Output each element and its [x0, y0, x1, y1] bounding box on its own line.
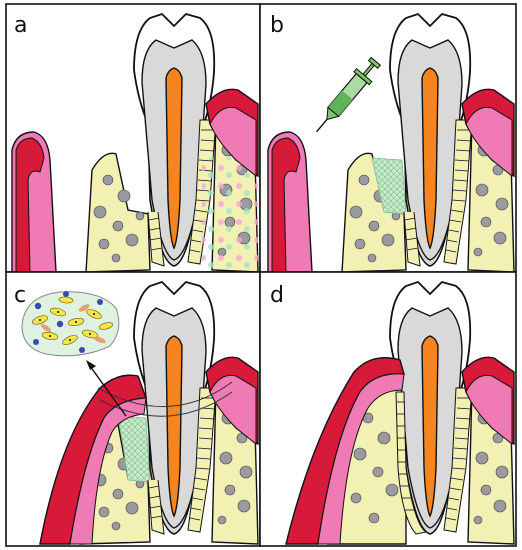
tissue-scaffold-inset — [21, 291, 120, 357]
panel-d: d — [259, 271, 517, 547]
scaffold-fill — [117, 415, 151, 483]
panel-b: b — [259, 3, 517, 273]
arrow-icon — [86, 360, 127, 417]
panel-c: c — [5, 271, 261, 547]
panel-b-label: b — [270, 13, 284, 38]
panel-a: a — [5, 3, 261, 273]
syringe-icon — [316, 56, 382, 133]
panel-a-label: a — [14, 13, 27, 38]
panel-c-label: c — [14, 283, 26, 308]
panel-d-label: d — [270, 283, 284, 308]
